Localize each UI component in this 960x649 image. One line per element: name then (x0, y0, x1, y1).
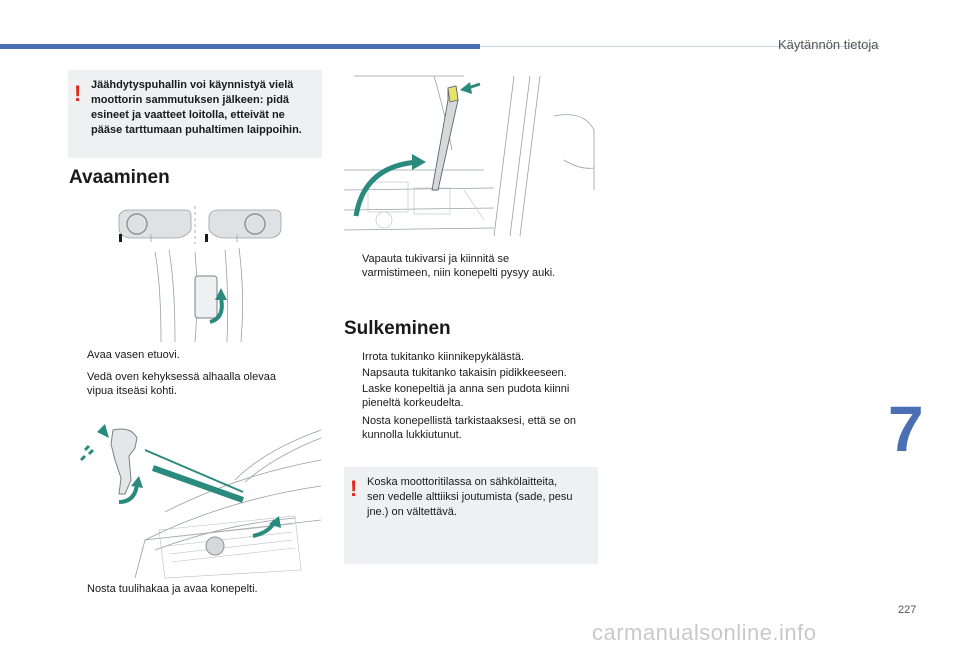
warning-line: esineet ja vaatteet loitolla, etteivät n… (91, 109, 285, 121)
step-pull-lever: Vedä oven kehyksessä alhaalla olevaa vip… (87, 371, 276, 397)
step-lift-safety-catch: Nosta tuulihakaa ja avaa konepelti. (87, 583, 258, 595)
section-title: Käytännön tietoja (778, 37, 879, 52)
heading-opening: Avaaminen (69, 167, 170, 188)
step-clip-rod: Napsauta tukitanko takaisin pidikkeeseen… (362, 367, 567, 379)
warning-line: moottorin sammutuksen jälkeen: pidä (91, 94, 290, 106)
warning-box-water (344, 467, 598, 564)
warning-line: Jäähdytyspuhallin voi käynnistyä vielä (91, 79, 294, 91)
warning-line: pääse tarttumaan puhaltimen laippoihin. (91, 124, 302, 136)
step-open-door: Avaa vasen etuovi. (87, 349, 180, 361)
illustration-bonnet-latch (79, 424, 322, 579)
illustration-prop-rod (344, 75, 595, 237)
warning-line: Koska moottoritilassa on sähkölaitteita, (367, 476, 558, 488)
heading-closing: Sulkeminen (344, 318, 451, 339)
warning-icon: ! (74, 81, 82, 106)
warning-line: sen vedelle alttiiksi joutumista (sade, … (367, 491, 573, 503)
warning-line: jne.) on vältettävä. (367, 506, 457, 518)
warning-icon: ! (350, 476, 358, 501)
step-fit-prop-rod: Vapauta tukivarsi ja kiinnitä se varmist… (362, 253, 556, 279)
step-check-locked: Nosta konepellistä tarkistaaksesi, että … (362, 415, 577, 441)
illustration-door-lever (118, 206, 282, 343)
warning-box-fan (68, 70, 322, 158)
step-lower-bonnet: Laske konepeltiä ja anna sen pudota kiin… (362, 383, 570, 409)
header-accent-bar (0, 44, 480, 49)
header-rule (480, 46, 880, 47)
watermark: carmanualsonline.info (592, 620, 817, 645)
chapter-number: 7 (888, 393, 924, 465)
step-release-rod: Irrota tukitanko kiinnikepykälästä. (362, 351, 525, 363)
page-number: 227 (898, 604, 917, 616)
